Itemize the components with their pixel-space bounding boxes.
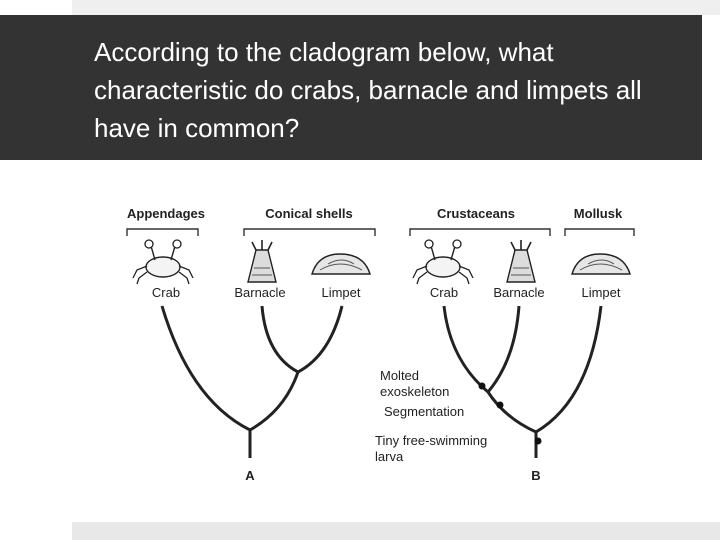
- branch-crustaceans-b: [486, 391, 537, 434]
- crab-icon: [132, 239, 194, 285]
- group-label-conical-shells: Conical shells: [265, 206, 352, 221]
- cladogram-a: Appendages Conical shells Crab Barnacle …: [126, 206, 376, 483]
- barnacle-icon: [506, 240, 536, 283]
- branch-shells-a: [249, 371, 300, 432]
- group-label-mollusk: Mollusk: [574, 206, 623, 221]
- trait-marker-exoskeleton: [478, 382, 486, 390]
- bracket-conical-shells: [243, 228, 376, 236]
- top-accent-bar: [72, 0, 720, 15]
- taxon-crab-a: Crab: [152, 285, 180, 300]
- branch-limpet-a: [297, 305, 344, 374]
- branch-limpet-b: [535, 305, 603, 434]
- trait-larva: larva: [375, 449, 404, 464]
- branch-crab-b: [442, 305, 489, 394]
- taxon-barnacle-a: Barnacle: [234, 285, 285, 300]
- cladogram-b: Crustaceans Mollusk Crab Barnacle Limpet: [375, 206, 635, 483]
- question-text: According to the cladogram below, what c…: [94, 37, 642, 143]
- barnacle-icon: [247, 240, 277, 283]
- trait-exoskeleton: exoskeleton: [380, 384, 449, 399]
- taxon-crab-b: Crab: [430, 285, 458, 300]
- group-label-crustaceans: Crustaceans: [437, 206, 515, 221]
- trait-marker-larva: [534, 437, 542, 445]
- trait-marker-segmentation: [496, 401, 504, 409]
- limpet-icon: [571, 253, 631, 275]
- limpet-icon: [311, 253, 371, 275]
- trait-molted: Molted: [380, 368, 419, 383]
- taxon-limpet-a: Limpet: [321, 285, 360, 300]
- branch-crab-a: [160, 305, 251, 432]
- taxon-limpet-b: Limpet: [581, 285, 620, 300]
- root-label-a: A: [245, 468, 255, 483]
- bottom-accent-bar: [72, 522, 720, 540]
- root-label-b: B: [531, 468, 540, 483]
- bracket-appendages: [126, 228, 199, 236]
- title-banner: [0, 15, 702, 160]
- taxon-barnacle-b: Barnacle: [493, 285, 544, 300]
- branch-barnacle-b: [486, 305, 521, 393]
- group-label-appendages: Appendages: [127, 206, 205, 221]
- crab-icon: [412, 239, 474, 285]
- branch-barnacle-a: [260, 305, 299, 374]
- trait-tiny-free-swimming: Tiny free-swimming: [375, 433, 487, 448]
- bracket-mollusk: [564, 228, 635, 236]
- trait-segmentation: Segmentation: [384, 404, 464, 419]
- bracket-crustaceans: [409, 228, 551, 236]
